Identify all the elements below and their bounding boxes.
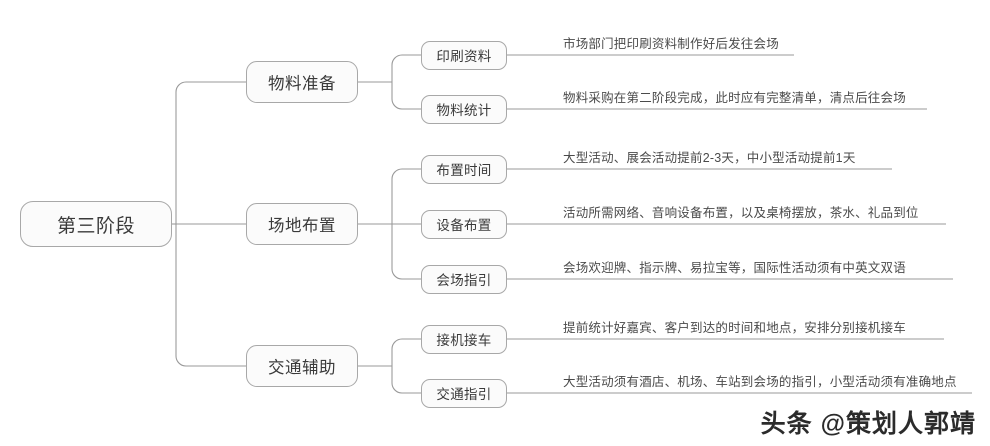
node-leaf-venue-signage[interactable]: 会场指引 — [421, 264, 507, 294]
node-leaf-traffic-guide[interactable]: 交通指引 — [421, 378, 507, 408]
edge-branch2-bracket — [391, 168, 421, 280]
edge-branch3-bracket — [391, 338, 421, 394]
description-printed-materials: 市场部门把印刷资料制作好后发往会场 — [563, 37, 779, 51]
node-leaf-setup-time[interactable]: 布置时间 — [421, 154, 507, 184]
description-setup-time: 大型活动、展会活动提前2-3天，中小型活动提前1天 — [563, 151, 856, 165]
node-branch-venue-setup[interactable]: 场地布置 — [246, 203, 358, 245]
edge-branch1-bracket — [391, 54, 421, 110]
description-venue-signage: 会场欢迎牌、指示牌、易拉宝等，国际性活动须有中英文双语 — [563, 261, 906, 275]
node-leaf-equipment-setup[interactable]: 设备布置 — [421, 209, 507, 239]
description-equipment-setup: 活动所需网络、音响设备布置，以及桌椅摆放，茶水、礼品到位 — [563, 206, 919, 220]
edge-root-bracket — [175, 81, 246, 367]
node-leaf-printed-materials[interactable]: 印刷资料 — [421, 40, 507, 70]
description-traffic-guide: 大型活动须有酒店、机场、车站到会场的指引，小型活动须有准确地点 — [563, 375, 957, 389]
watermark: 头条 @策划人郭靖 — [760, 410, 976, 438]
node-leaf-airport-pickup[interactable]: 接机接车 — [421, 324, 507, 354]
node-root[interactable]: 第三阶段 — [20, 201, 172, 247]
node-branch-transportation-support[interactable]: 交通辅助 — [246, 345, 358, 387]
description-material-inventory: 物料采购在第二阶段完成，此时应有完整清单，清点后往会场 — [563, 91, 906, 105]
node-branch-material-preparation[interactable]: 物料准备 — [246, 61, 358, 103]
description-airport-pickup: 提前统计好嘉宾、客户到达的时间和地点，安排分别接机接车 — [563, 321, 906, 335]
node-leaf-material-inventory[interactable]: 物料统计 — [421, 94, 507, 124]
